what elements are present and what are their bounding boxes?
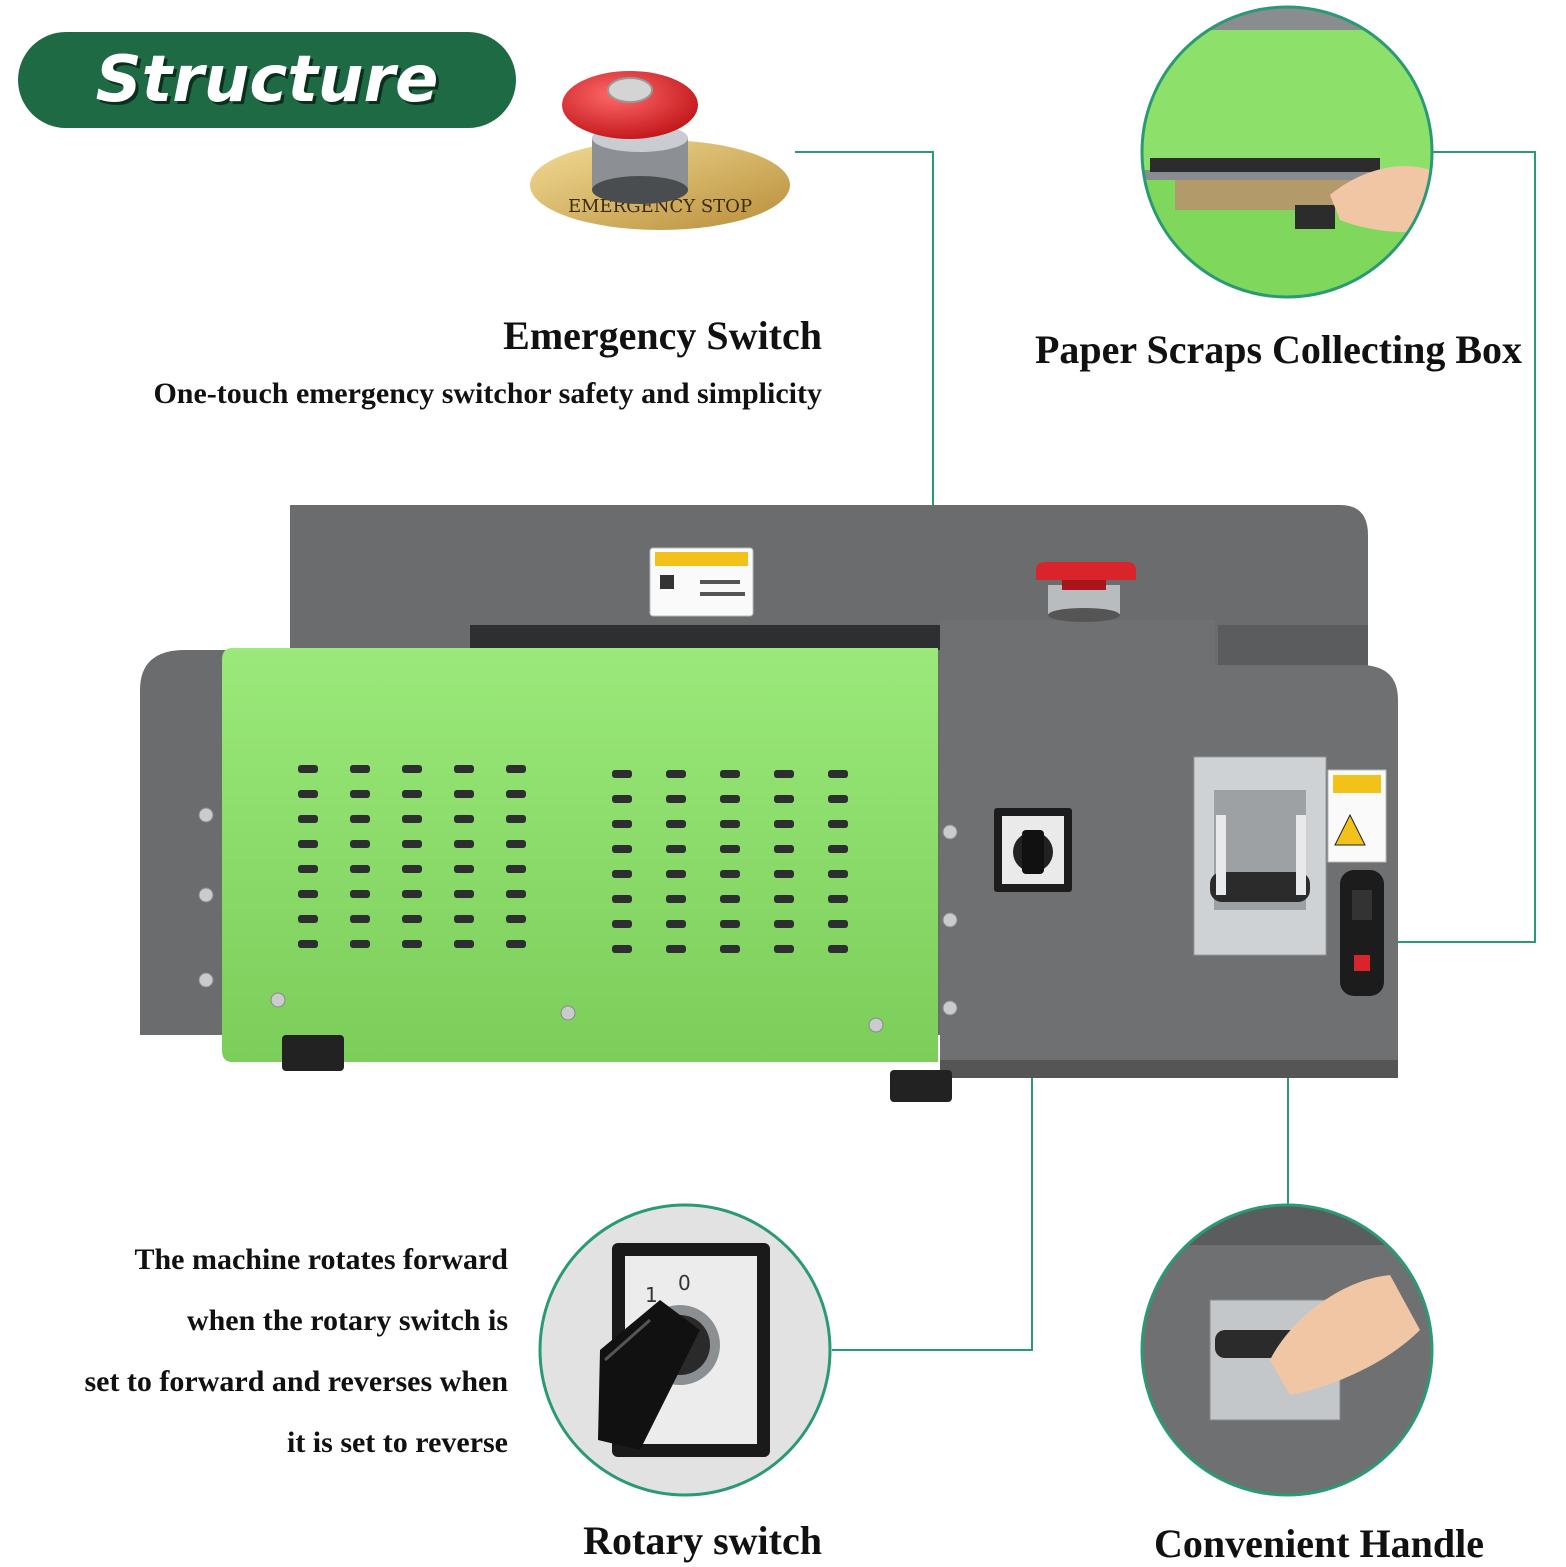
paper-scraps-title: Paper Scraps Collecting Box: [1034, 327, 1522, 372]
rotary-closeup: 1 0: [538, 1203, 832, 1497]
rotary-desc-line-1: The machine rotates forward: [134, 1243, 508, 1276]
rotary-desc-line-2: when the rotary switch is: [186, 1304, 508, 1337]
structure-badge: Structure: [18, 32, 516, 128]
scraps-closeup: [1140, 5, 1434, 299]
convenient-handle-title: Convenient Handle: [1153, 1521, 1484, 1566]
rotary-desc-line-4: it is set to reverse: [286, 1426, 508, 1459]
handle-plate: [1193, 756, 1327, 956]
handle-closeup: [1140, 1203, 1434, 1497]
rotary-switch-title: Rotary switch: [583, 1518, 822, 1563]
shredder-machine: [140, 505, 1398, 1102]
rotary-mark-left: 1: [645, 1283, 658, 1307]
rotary-desc-line-3: set to forward and reverses when: [84, 1365, 508, 1398]
emergency-button-closeup: EMERGENCY STOP: [530, 71, 790, 230]
warning-label: [1327, 769, 1387, 863]
emergency-switch-title: Emergency Switch: [503, 313, 822, 358]
rotary-switch: [994, 808, 1072, 892]
power-socket: [1340, 870, 1384, 996]
screws: [198, 807, 958, 1033]
emergency-switch-desc: One-touch emergency switchor safety and …: [153, 377, 822, 410]
emergency-button: [1036, 562, 1136, 622]
page-title: Structure: [95, 43, 439, 117]
vent-holes: [298, 765, 848, 953]
rotary-mark-right: 0: [678, 1271, 691, 1295]
scraps-callout-line: [1398, 151, 1536, 943]
